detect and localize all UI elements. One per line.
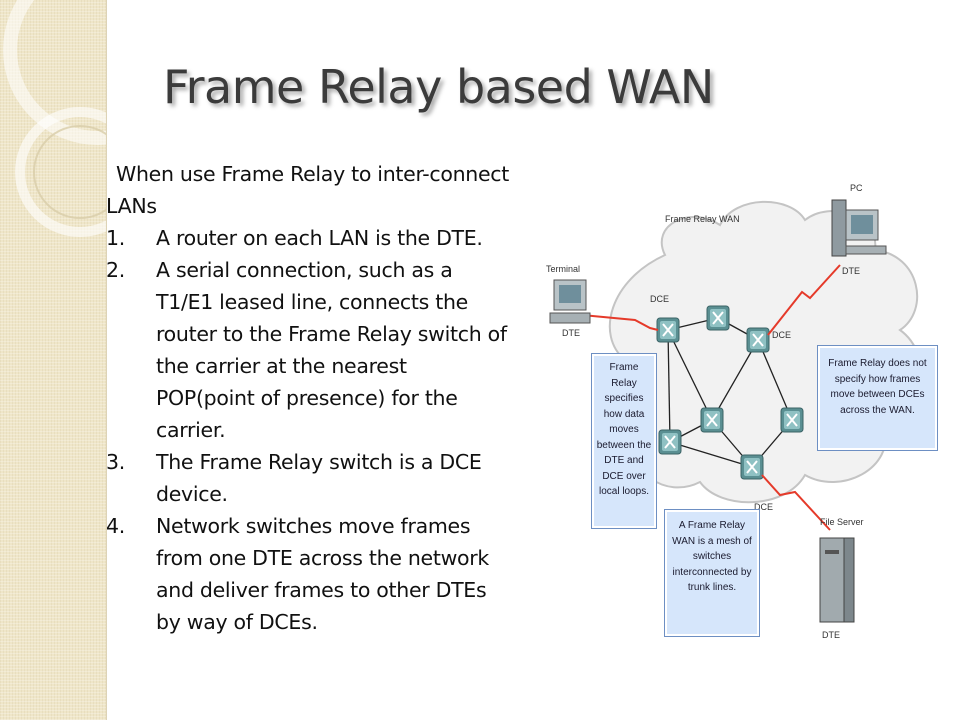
switch-icon bbox=[746, 327, 770, 353]
server-dte-label: DTE bbox=[822, 630, 840, 640]
switch-icon bbox=[700, 407, 724, 433]
callout-mesh: A Frame Relay WAN is a mesh of switches … bbox=[664, 509, 760, 637]
list-text: A serial connection, such as a T1/E1 lea… bbox=[156, 258, 507, 442]
callout-local-loops: Frame Relay specifies how data moves bet… bbox=[591, 353, 657, 529]
file-server-label: File Server bbox=[820, 517, 864, 527]
switch-icon bbox=[658, 429, 682, 455]
pc-icon bbox=[831, 199, 887, 257]
local-loop-links bbox=[581, 264, 841, 531]
slide-body: When use Frame Relay to inter-connect LA… bbox=[106, 158, 511, 638]
terminal-icon bbox=[549, 279, 591, 324]
terminal-label: Terminal bbox=[546, 264, 580, 274]
decorative-circles bbox=[3, 0, 106, 237]
pc-dte-label: DTE bbox=[842, 266, 860, 276]
slide-title: Frame Relay based WAN bbox=[163, 60, 714, 114]
file-server-icon bbox=[819, 537, 855, 623]
list-number: 3. bbox=[106, 450, 125, 474]
list-text: A router on each LAN is the DTE. bbox=[156, 226, 483, 250]
list-item: 1. A router on each LAN is the DTE. bbox=[106, 222, 511, 254]
list-text: Network switches move frames from one DT… bbox=[156, 514, 490, 634]
list-text: The Frame Relay switch is a DCE device. bbox=[156, 450, 482, 506]
steps-list: 1. A router on each LAN is the DTE. 2. A s… bbox=[106, 222, 511, 638]
terminal-dte-label: DTE bbox=[562, 328, 580, 338]
switch-icon bbox=[780, 407, 804, 433]
pc-label: PC bbox=[850, 183, 863, 193]
list-item: 3. The Frame Relay switch is a DCE device… bbox=[106, 446, 511, 510]
switch-icon bbox=[740, 454, 764, 480]
switch-icon bbox=[656, 317, 680, 343]
callout-wan-dces: Frame Relay does not specify how frames … bbox=[817, 345, 938, 451]
list-item: 4. Network switches move frames from one … bbox=[106, 510, 511, 638]
list-number: 4. bbox=[106, 514, 125, 538]
list-number: 2. bbox=[106, 258, 125, 282]
cloud-label: Frame Relay WAN bbox=[665, 214, 740, 224]
dce-label-bottom: DCE bbox=[754, 502, 773, 512]
list-item: 2. A serial connection, such as a T1/E1 l… bbox=[106, 254, 511, 446]
dce-label-left: DCE bbox=[650, 294, 669, 304]
dce-label-right: DCE bbox=[772, 330, 791, 340]
decorative-sidebar bbox=[0, 0, 107, 720]
intro-text: When use Frame Relay to inter-connect LA… bbox=[106, 162, 509, 218]
switch-icon bbox=[706, 305, 730, 331]
list-number: 1. bbox=[106, 226, 125, 250]
